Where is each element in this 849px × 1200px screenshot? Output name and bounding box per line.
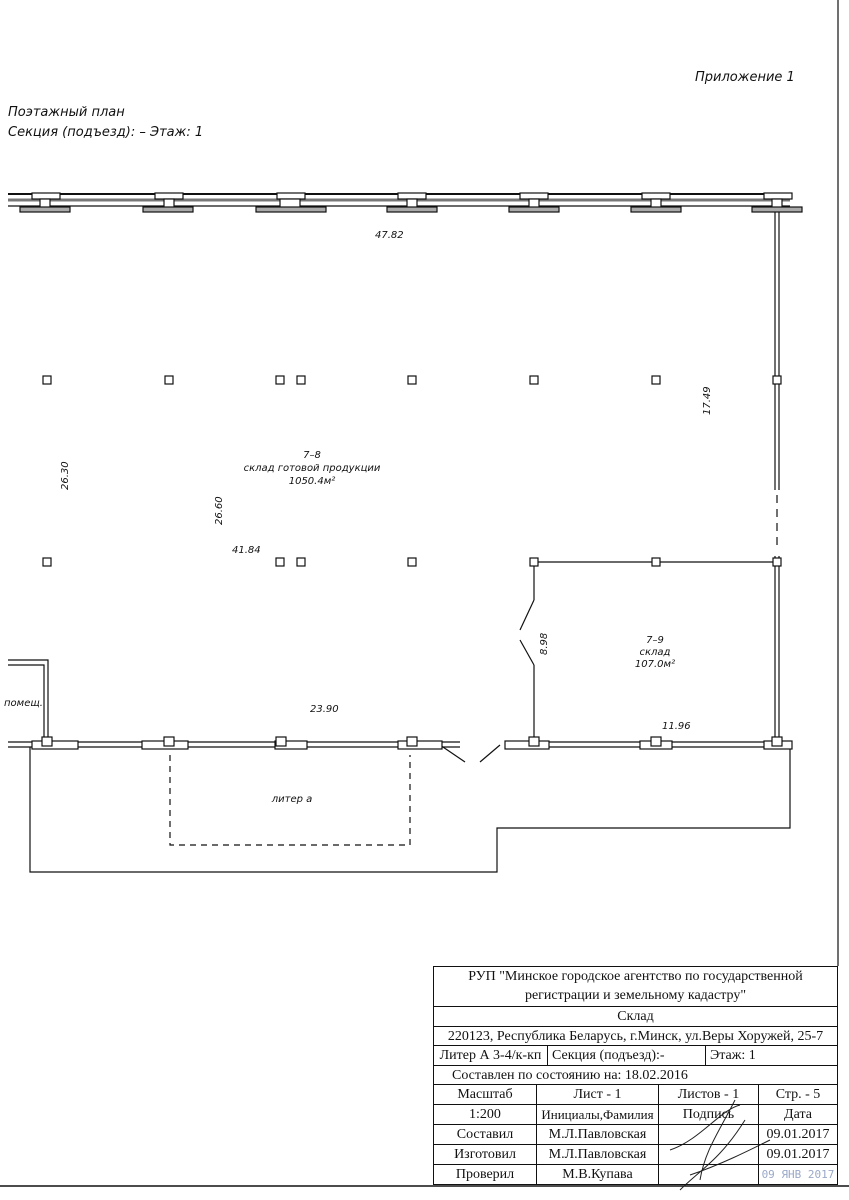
title-block: РУП "Минское городское агентство по госу… bbox=[433, 966, 838, 1185]
signature-cell bbox=[659, 1125, 759, 1144]
signoff-row: Изготовил М.Л.Павловская 09.01.2017 bbox=[434, 1145, 837, 1165]
dim-top: 47.82 bbox=[375, 230, 404, 241]
sheets: Листов - 1 bbox=[659, 1085, 759, 1104]
bottom-wall-columns bbox=[31, 736, 793, 750]
floor: Этаж: 1 bbox=[710, 1048, 756, 1063]
col-date-header: Дата bbox=[784, 1107, 812, 1122]
col-sign-header: Подпись bbox=[659, 1105, 759, 1124]
sheet: Лист - 1 bbox=[537, 1085, 659, 1104]
org-line2: регистрации и земельному кадастру" bbox=[524, 988, 747, 1003]
scale-value: 1:200 bbox=[434, 1105, 537, 1124]
person-name: М.Л.Павловская bbox=[537, 1125, 659, 1144]
person-name: М.В.Купава bbox=[537, 1165, 659, 1185]
section-floor-label: Секция (подъезд): – Этаж: 1 bbox=[8, 125, 204, 140]
plan-title: Поэтажный план bbox=[8, 105, 125, 120]
as-of-date: Составлен по состоянию на: 18.02.2016 bbox=[452, 1068, 688, 1083]
dim-bottom: 23.90 bbox=[310, 704, 339, 715]
adjacent-room-wall bbox=[8, 659, 49, 742]
object-name: Склад bbox=[617, 1009, 654, 1024]
dim-left: 26.30 bbox=[60, 461, 71, 490]
signoff-row: Проверил М.В.Купава 09 ЯНВ 2017 bbox=[434, 1165, 837, 1185]
interior-columns bbox=[42, 375, 782, 567]
scale-label: Масштаб bbox=[434, 1085, 537, 1104]
dim-right: 17.49 bbox=[702, 386, 713, 415]
person-name: М.Л.Павловская bbox=[537, 1145, 659, 1164]
signature-cell bbox=[659, 1165, 759, 1185]
date: 09.01.2017 bbox=[766, 1127, 830, 1142]
page-number: Стр. - 5 bbox=[775, 1087, 821, 1102]
room-main-area: 1050.4м² bbox=[289, 476, 336, 487]
annex-label: литер а bbox=[271, 794, 313, 805]
address: 220123, Республика Беларусь, г.Минск, ул… bbox=[447, 1029, 824, 1044]
dim-door: 8.98 bbox=[539, 633, 550, 655]
col-name-header: Инициалы,Фамилия bbox=[537, 1105, 659, 1124]
room-main-name: склад готовой продукции bbox=[244, 463, 381, 474]
appendix-label: Приложение 1 bbox=[695, 70, 795, 85]
date: 09.01.2017 bbox=[766, 1147, 830, 1162]
top-wall-columns bbox=[19, 192, 803, 213]
signature-cell bbox=[659, 1145, 759, 1164]
annex-outline bbox=[29, 747, 791, 873]
org-line1: РУП "Минское городское агентство по госу… bbox=[468, 969, 803, 984]
right-wall bbox=[774, 206, 780, 742]
date-stamp: 09 ЯНВ 2017 bbox=[761, 1168, 835, 1181]
room-small-area: 107.0м² bbox=[635, 659, 675, 670]
signoff-row: Составил М.Л.Павловская 09.01.2017 bbox=[434, 1125, 837, 1145]
liter: Литер А 3-4/к-кп bbox=[434, 1046, 548, 1065]
role: Проверил bbox=[434, 1165, 537, 1185]
section: Секция (подъезд):- bbox=[548, 1046, 706, 1065]
room-small-name: склад bbox=[640, 647, 671, 658]
annex-inner-dashed bbox=[169, 755, 411, 846]
dim-inner-horizontal: 41.84 bbox=[232, 545, 261, 556]
room-small-number: 7–9 bbox=[646, 635, 664, 646]
dim-inner-vertical: 26.60 bbox=[214, 496, 225, 525]
dim-small: 11.96 bbox=[662, 721, 691, 732]
room-main-number: 7–8 bbox=[303, 450, 321, 461]
signature bbox=[669, 1099, 771, 1191]
role: Составил bbox=[434, 1125, 537, 1144]
role: Изготовил bbox=[434, 1145, 537, 1164]
adjacent-room-label: помещ. bbox=[4, 698, 43, 709]
